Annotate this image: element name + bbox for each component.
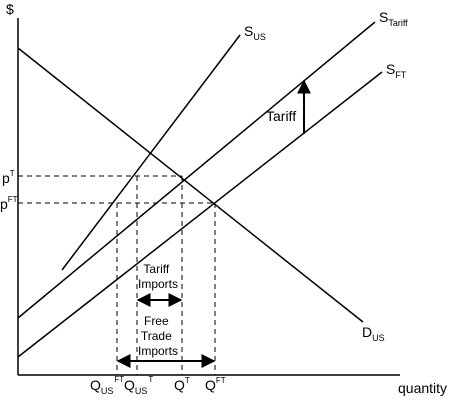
s-us-label: SUS: [244, 23, 266, 42]
q-t-label: QT: [174, 376, 190, 393]
y-axis-label: $: [6, 1, 14, 17]
tariff-label: Tariff: [266, 108, 296, 124]
p-t-label: pT: [2, 169, 15, 186]
supply-curve-s-tariff: [17, 21, 376, 319]
p-ft-label: pFT: [0, 195, 18, 212]
s-tariff-label: STariff: [379, 9, 408, 28]
demand-curve-d-us: [17, 47, 364, 323]
x-axis-label: quantity: [398, 380, 447, 396]
free-trade-imports-label: Free Trade Imports: [138, 314, 178, 358]
supply-curve-s-us: [61, 34, 241, 271]
supply-curve-s-ft: [17, 71, 383, 358]
s-ft-label: SFT: [386, 61, 407, 80]
q-us-ft-label: QUSFT: [90, 375, 124, 396]
tariff-imports-label: Tariff Imports: [138, 262, 178, 291]
q-us-t-label: QUST: [124, 375, 153, 396]
q-ft-label: QFT: [205, 376, 226, 393]
d-us-label: DUS: [362, 324, 385, 343]
